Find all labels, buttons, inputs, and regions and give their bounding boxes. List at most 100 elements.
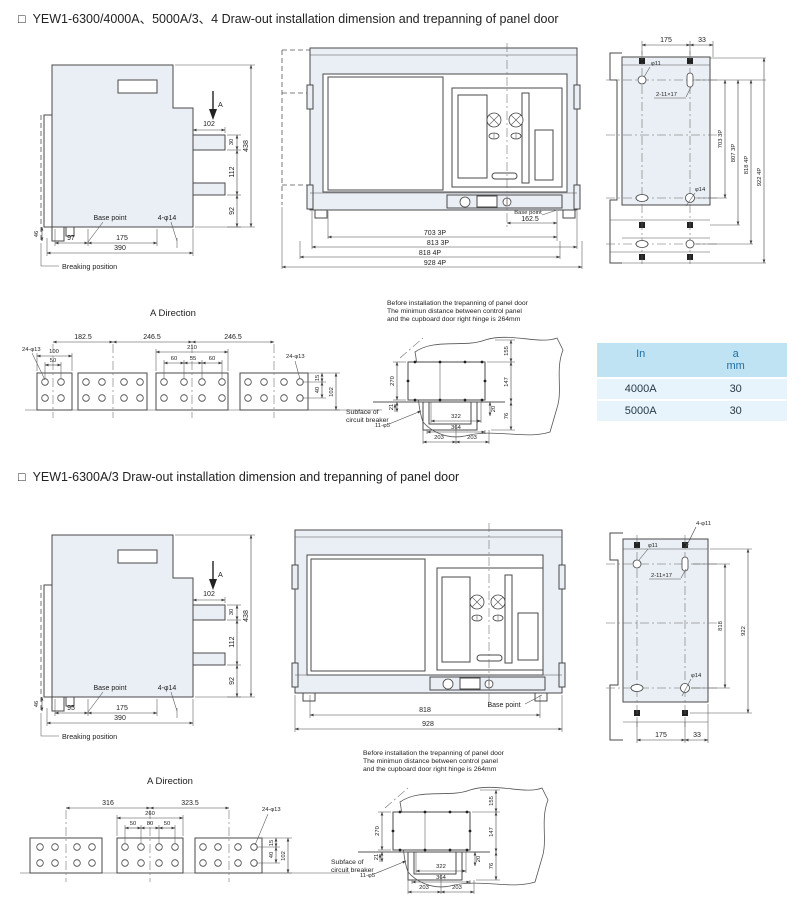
- s1-trepanning-drawing: Before installation the trepanning of pa…: [346, 300, 564, 444]
- s2-adir-323-5: 323.5: [181, 800, 199, 807]
- s2-front-body: [291, 529, 566, 702]
- s2-a-direction-arrow: A: [209, 561, 223, 590]
- s2-rear-dim-175: 175: [655, 732, 667, 739]
- s1-a-direction-arrow: A: [209, 91, 223, 120]
- spec-cell-a-5000a: 30: [729, 405, 742, 417]
- s1-phi11-label: φ11: [651, 61, 661, 67]
- s1-trep-notes: Before installation the trepanning of pa…: [387, 300, 529, 323]
- s1-adir-210: 210: [187, 345, 197, 351]
- section2-title: □YEW1-6300A/3 Draw-out installation dime…: [18, 470, 459, 484]
- s1-adir-holes-right: 24-φ13: [286, 354, 305, 360]
- s2-trep-76: 76: [489, 863, 495, 869]
- s2-adir-15: 15: [269, 840, 275, 846]
- s2-rear-dimensions: 818 922 175 33: [636, 548, 752, 743]
- section1-marker: □: [18, 12, 26, 26]
- s1-adir-title: A Direction: [150, 308, 196, 319]
- s2-trep-203a: 203: [419, 885, 429, 891]
- spec-table-row-4000a: 4000A 30: [597, 379, 787, 399]
- s1-rear-dim-33: 33: [698, 37, 706, 44]
- s2-front-dimensions: 818 928 Base point: [294, 694, 563, 732]
- s1-trep-dimensions: 270 21 155 147 76 20 322 364 203 203 11-…: [375, 339, 515, 444]
- s1-busbars: [25, 344, 382, 418]
- s2-subface-line2: circuit breaker: [331, 867, 374, 874]
- s1-dim-818-4p: 818 4P: [419, 250, 442, 257]
- s2-trep-155: 155: [489, 796, 495, 806]
- s1-dim-703-3p-v: 703 3P: [718, 130, 724, 149]
- s2-dim-438: 438: [243, 610, 250, 622]
- s1-phi14-label: φ14: [695, 187, 706, 193]
- s1-adir-holes-left: 24-φ13: [22, 347, 41, 353]
- s1-a-arrow-label: A: [218, 100, 223, 109]
- s1-breaking-position-label: Breaking position: [62, 262, 117, 271]
- s2-dim-922-v: 922: [741, 626, 747, 636]
- s2-side-dimensions: 102 30 112 92 438 95 175 Base point 4-φ1…: [34, 534, 255, 741]
- s1-adir-dimensions: 182.5 246.5 246.5 100 50 210 60 55 60 24…: [22, 334, 340, 411]
- s2-dim-102: 102: [203, 591, 215, 598]
- spec-cell-in-5000a: 5000A: [624, 405, 657, 417]
- s1-front-base-point: Base point: [514, 210, 542, 216]
- section1-title: □YEW1-6300/4000A、5000A/3、4 Draw-out inst…: [18, 8, 559, 27]
- s1-trep-155: 155: [504, 346, 510, 356]
- s1-a-direction-drawing: A Direction 182.5 246.5 246.5 100 50 210: [22, 308, 382, 418]
- s2-side-body: [40, 534, 226, 712]
- s1-dim-112: 112: [229, 166, 236, 177]
- s1-front-drawout-dashed: [281, 49, 310, 205]
- s1-rear-dimensions: 175 33 703 3P 807 3P 818 4P 922 4P: [641, 37, 766, 264]
- s1-adir-182-5: 182.5: [74, 334, 92, 341]
- s2-trep-21: 21: [374, 854, 380, 860]
- s1-base-point-label: Base point: [93, 215, 126, 222]
- s1-subface-label: Subface of circuit breaker: [346, 403, 397, 424]
- s2-dim-92: 92: [229, 677, 236, 685]
- s1-trep-322: 322: [451, 414, 461, 420]
- s1-dim-813-3p: 813 3P: [427, 240, 450, 247]
- s2-phi14-label: φ14: [691, 673, 702, 679]
- s1-dim-807-3p-v: 807 3P: [731, 144, 737, 163]
- s2-dim-928: 928: [422, 721, 434, 728]
- s2-adir-260: 260: [145, 811, 155, 817]
- s1-adir-15: 15: [315, 375, 321, 381]
- s1-adir-50: 50: [50, 358, 56, 364]
- s2-rear-view-drawing: 4-φ11 φ11 2-11×17 φ14 818 922 175 33: [606, 521, 752, 743]
- s1-dim-92: 92: [229, 207, 236, 215]
- s1-adir-40: 40: [315, 387, 321, 393]
- s1-dim-30: 30: [229, 139, 235, 145]
- s2-adir-title: A Direction: [147, 776, 193, 787]
- s1-trep-364: 364: [451, 425, 461, 431]
- s1-adir-60b: 60: [209, 356, 215, 362]
- s1-4phi14-label: 4-φ14: [158, 215, 177, 222]
- s2-side-view-drawing: A 102 30 112 92 438 95 175 Base point 4-…: [34, 534, 255, 741]
- s2-adir-holes-label: 24-φ13: [262, 807, 281, 813]
- s2-knob-left: [469, 594, 485, 610]
- s1-dim-175: 175: [116, 235, 128, 242]
- s1-rear-labels: φ11 2-11×17 φ14: [643, 61, 706, 207]
- s1-side-dimensions: 102 30 112 92 438 97 175 Base point 4-φ1…: [34, 64, 255, 271]
- s2-dim-46: 46: [34, 701, 40, 707]
- s1-side-body: [40, 64, 226, 242]
- s2-trep-panel: [358, 786, 549, 888]
- s2-trep-notes: Before installation the trepanning of pa…: [363, 750, 505, 773]
- s2-base-point-label: Base point: [93, 685, 126, 692]
- s1-dim-438: 438: [243, 140, 250, 152]
- s2-adir-316: 316: [102, 800, 114, 807]
- s2-rear-dim-33: 33: [693, 732, 701, 739]
- s1-adir-55: 55: [190, 356, 196, 362]
- section2-title-text: YEW1-6300A/3 Draw-out installation dimen…: [32, 470, 460, 484]
- s2-trep-322: 322: [436, 864, 446, 870]
- s1-trep-21: 21: [389, 404, 395, 410]
- s1-dim-162-5: 162.5: [521, 216, 539, 223]
- s2-subface-line1: Subface of: [331, 859, 364, 866]
- s1-adir-102: 102: [329, 387, 335, 397]
- s2-a-arrow-label: A: [218, 570, 223, 579]
- s1-subface-line2: circuit breaker: [346, 417, 389, 424]
- s1-adir-246-5b: 246.5: [224, 334, 242, 341]
- s1-slot-label: 2-11×17: [656, 92, 677, 98]
- s2-dim-818-v: 818: [718, 621, 724, 631]
- s2-a-direction-drawing: A Direction 316 323.5 260 50 80 50 24-φ1…: [20, 776, 350, 882]
- spec-cell-in-4000a: 4000A: [624, 383, 657, 395]
- s1-rear-dim-175: 175: [660, 37, 672, 44]
- s2-subface-label: Subface of circuit breaker: [331, 853, 382, 874]
- s2-dim-175: 175: [116, 705, 128, 712]
- s1-adir-100: 100: [49, 349, 59, 355]
